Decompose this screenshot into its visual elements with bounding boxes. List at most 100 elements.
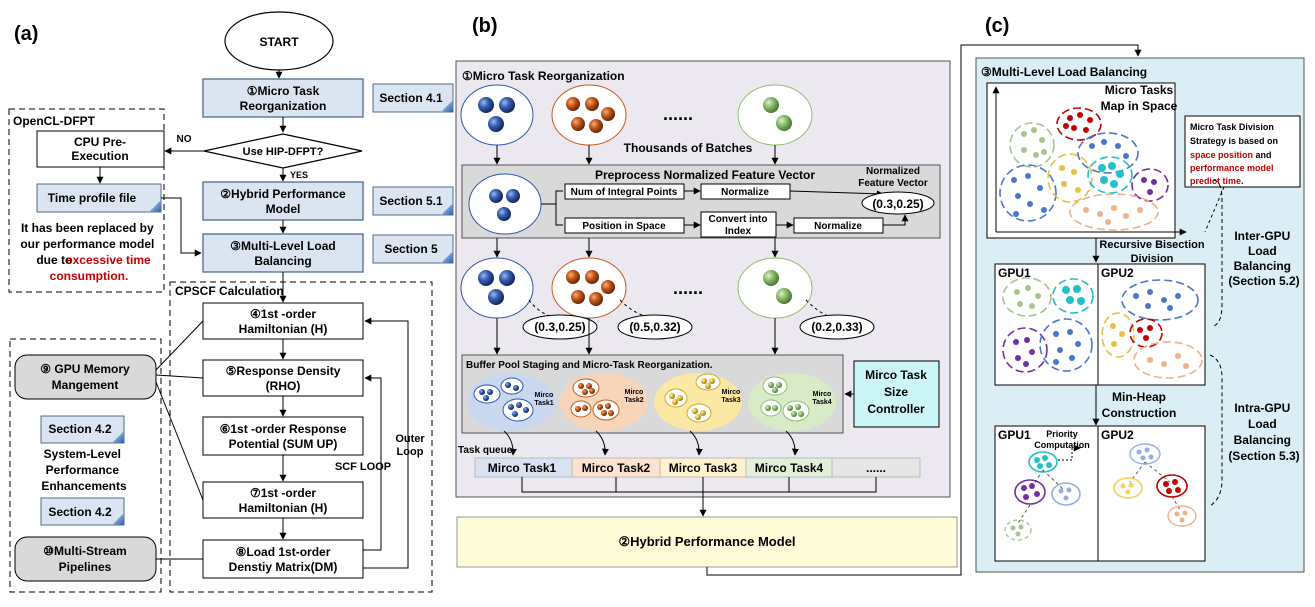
batch-green-top xyxy=(737,84,813,146)
fv-value: (0.3,0.25) xyxy=(872,197,923,211)
panel-label-a: (a) xyxy=(14,23,38,45)
step8-box xyxy=(202,539,364,579)
sec5-box xyxy=(372,234,454,264)
cpscf-group xyxy=(169,281,433,593)
arrow xyxy=(883,214,909,226)
hybrid-model-label: ②Hybrid Performance Model xyxy=(618,534,795,549)
controller-box xyxy=(853,360,940,428)
step2-box xyxy=(202,181,364,221)
time-profile-box xyxy=(36,183,162,213)
step5-label: ⑤Response Density(RHO) xyxy=(226,364,341,393)
arrow xyxy=(789,190,884,198)
buffer-group-3 xyxy=(654,373,742,431)
queue-label-4: Mirco Task4 xyxy=(755,461,824,475)
queue-arrow xyxy=(595,430,609,456)
priority-arrow xyxy=(1058,444,1081,461)
queue-label-5: ...... xyxy=(866,461,886,475)
connector xyxy=(155,374,204,379)
intra-label: Intra-GPU Load Balancing (Section 5.3) xyxy=(1228,401,1299,463)
batch-blue-mid xyxy=(460,257,534,319)
inter-label: Inter-GPU Load Balancing (Section 5.2) xyxy=(1228,229,1299,288)
queue-arrow xyxy=(785,430,799,456)
panel-label-c: (c) xyxy=(985,15,1009,37)
panel-b-title: ①Micro Task Reorganization xyxy=(462,69,625,83)
sec41-label: Section 4.1 xyxy=(379,91,443,105)
vec3-ellipse xyxy=(799,314,875,340)
dashed-link xyxy=(619,299,646,317)
doc-corner-icon xyxy=(441,251,453,263)
batch-blue-top xyxy=(460,84,534,146)
queue-label-3: Mirco Task3 xyxy=(669,461,738,475)
vec2-ellipse xyxy=(617,314,693,340)
balls-top xyxy=(478,97,792,133)
vec3-label: (0.2,0.33) xyxy=(811,320,862,334)
doc-corner-icon xyxy=(112,431,124,443)
doc-corner-icon xyxy=(441,100,453,112)
strategy-pointer xyxy=(1204,186,1225,233)
task-queue-label: Task queue xyxy=(458,445,513,456)
system-level-group xyxy=(9,338,162,593)
sec42a-box xyxy=(40,415,125,444)
gpu-split-dots xyxy=(1013,285,1189,369)
sec41-box xyxy=(372,83,454,113)
vec1-ellipse xyxy=(522,314,598,340)
step3-box xyxy=(202,233,364,273)
sec51-label: Section 5.1 xyxy=(379,194,443,208)
normalize1-label: Normalize xyxy=(721,187,769,198)
connector-bc-bottom xyxy=(706,44,1142,576)
queue-label-2: Mirco Task2 xyxy=(582,461,651,475)
sec51-box xyxy=(372,186,454,216)
arrow-profile-step3 xyxy=(161,197,202,257)
fv-value-ellipse xyxy=(861,191,935,215)
sec42a-label: Section 4.2 xyxy=(48,422,112,436)
opencl-title: OpenCL-DFPT xyxy=(13,114,96,128)
balls-mid xyxy=(478,270,792,306)
batch-blue-pre xyxy=(468,173,542,235)
gpu1-label: GPU1 xyxy=(998,266,1031,280)
merge-lines xyxy=(521,477,877,493)
start-label: START xyxy=(259,35,299,49)
queue-label-1: Mirco Task1 xyxy=(488,461,557,475)
scf-loop-label: SCF LOOP xyxy=(335,461,391,473)
gpu-split-box xyxy=(994,263,1206,386)
sys-level-label: System-Level Performance Enhancements xyxy=(41,447,127,493)
vec2-label: (0.5,0.32) xyxy=(629,320,680,334)
preprocess-title: Preprocess Normalized Feature Vector xyxy=(595,168,815,182)
replaced-note: It has been replaced by our performance … xyxy=(20,221,157,283)
bracket xyxy=(555,190,563,226)
connector xyxy=(155,381,204,501)
cpscf-title: CPSCF Calculation xyxy=(175,284,284,298)
dots-mid: ...... xyxy=(673,278,703,298)
step1-box xyxy=(202,78,364,118)
space-clusters xyxy=(999,107,1169,231)
time-profile-label: Time profile file xyxy=(48,191,137,205)
yes-label: YES xyxy=(290,170,308,180)
scf-loop-line xyxy=(363,374,382,551)
heap-tree-gpu2 xyxy=(1113,443,1197,527)
doc-corner-icon xyxy=(441,203,453,215)
buffer-title: Buffer Pool Staging and Micro-Task Reorg… xyxy=(466,360,713,371)
thousands-label: Thousands of Batches xyxy=(624,141,753,155)
cpu-pre-label: CPU Pre-Execution xyxy=(71,135,128,163)
outer-loop-line xyxy=(363,317,409,569)
heap-tree-gpu1 xyxy=(1004,451,1081,541)
gpu2-label: GPU2 xyxy=(1101,266,1134,280)
